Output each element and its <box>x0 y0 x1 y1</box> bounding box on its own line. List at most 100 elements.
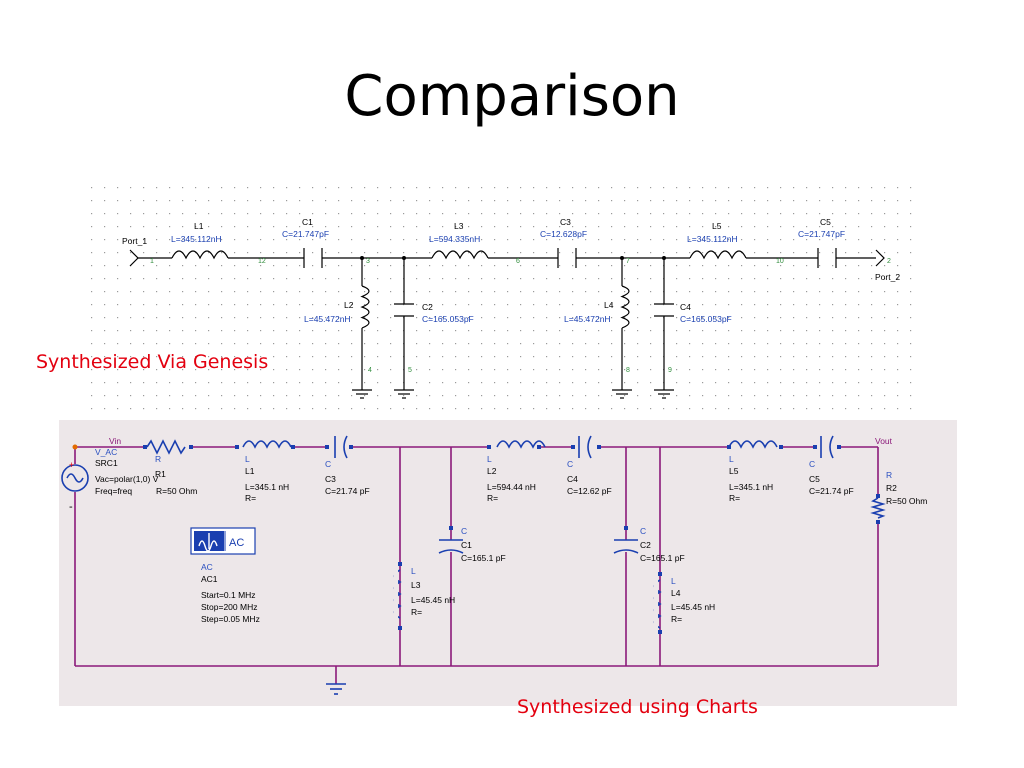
C2-name: C2 <box>422 302 433 312</box>
L1-name: L1 <box>245 466 255 476</box>
L4-name: L4 <box>671 588 681 598</box>
charts-L5-inductor <box>728 440 778 449</box>
L4-value: L=45.45 nH <box>671 602 715 612</box>
node-label: 3 <box>366 258 370 265</box>
L5-type: L <box>729 454 734 464</box>
L5-name: L5 <box>729 466 739 476</box>
C5-value: C=21.74 pF <box>809 486 854 496</box>
genesis-schematic-svg: 1 12 3 6 7 10 2 4 5 8 9 Port_1 Port_2 L1… <box>86 182 916 414</box>
genesis-L3-inductor <box>431 250 489 260</box>
C1-type: C <box>461 526 467 536</box>
C4-name: C4 <box>567 474 578 484</box>
genesis-L2-inductor <box>360 285 370 329</box>
R1-name: R1 <box>155 469 166 479</box>
L2-r: R= <box>487 493 498 503</box>
L3-r: R= <box>411 607 422 617</box>
L1-value: L=345.112nH <box>171 234 222 244</box>
C2-type: C <box>640 526 646 536</box>
ground-icon <box>394 389 414 399</box>
src-type: V_AC <box>95 447 117 457</box>
node-label: 6 <box>516 258 520 265</box>
genesis-wires <box>129 249 885 390</box>
ac-name: AC1 <box>201 574 218 584</box>
L3-name: L3 <box>411 580 421 590</box>
genesis-schematic: 1 12 3 6 7 10 2 4 5 8 9 Port_1 Port_2 L1… <box>86 182 916 414</box>
R1-value: R=50 Ohm <box>156 486 197 496</box>
C1-value: C=165.1 pF <box>461 553 506 563</box>
charts-L2-inductor <box>496 440 546 449</box>
port-2-arrow-icon <box>875 249 885 267</box>
charts-C2-capacitor <box>613 539 639 554</box>
charts-wires <box>74 446 879 684</box>
src-vac: Vac=polar(1,0) V <box>95 474 159 484</box>
L3-value: L=594.335nH <box>429 234 480 244</box>
C3-type: C <box>325 459 331 469</box>
ground-icon <box>612 389 632 399</box>
L4-value: L=45.472nH <box>564 314 611 324</box>
L4-type: L <box>671 576 676 586</box>
C2-value: C=165.053pF <box>422 314 474 324</box>
L2-value: L=45.472nH <box>304 314 351 324</box>
caption-genesis: Synthesized Via Genesis <box>36 351 269 373</box>
source-minus-sign: - <box>69 501 73 513</box>
C1-name: C1 <box>302 217 313 227</box>
node-labels: 1 12 3 6 7 10 2 4 5 8 9 <box>150 258 891 374</box>
charts-C5-capacitor <box>820 435 834 459</box>
vin-label: Vin <box>109 436 121 446</box>
pin-dots <box>143 445 880 634</box>
charts-L1-inductor <box>242 440 292 449</box>
C5-type: C <box>809 459 815 469</box>
node-label: 2 <box>887 258 891 265</box>
C3-name: C3 <box>325 474 336 484</box>
port-1-label: Port_1 <box>122 236 147 246</box>
L3-value: L=45.45 nH <box>411 595 455 605</box>
L5-r: R= <box>729 493 740 503</box>
charts-schematic-svg: + - AC Vin Vout V_AC SRC1 Vac=polar(1,0)… <box>61 435 927 695</box>
C4-value: C=165.053pF <box>680 314 732 324</box>
L5-name: L5 <box>712 221 722 231</box>
node-label: 8 <box>626 367 630 374</box>
node-label: 9 <box>668 367 672 374</box>
C4-type: C <box>567 459 573 469</box>
ac-icon-label: AC <box>229 537 244 549</box>
ac-step: Step=0.05 MHz <box>201 614 260 624</box>
genesis-L5-inductor <box>689 250 747 260</box>
ground-icon <box>352 389 372 399</box>
node-label: 5 <box>408 367 412 374</box>
L2-value: L=594.44 nH <box>487 482 536 492</box>
R1-type: R <box>155 454 161 464</box>
L1-value: L=345.1 nH <box>245 482 289 492</box>
genesis-C4-capacitor <box>654 303 674 317</box>
source-plus-sign: + <box>69 460 74 470</box>
ac-type: AC <box>201 562 213 572</box>
ac-controller[interactable]: AC <box>190 527 256 555</box>
C3-name: C3 <box>560 217 571 227</box>
vout-label: Vout <box>875 436 893 446</box>
ac-sweep-icon <box>198 533 218 552</box>
genesis-C1-capacitor <box>303 248 323 268</box>
node-label: 1 <box>150 258 154 265</box>
charts-schematic: + - AC Vin Vout V_AC SRC1 Vac=polar(1,0)… <box>59 420 957 706</box>
L2-type: L <box>487 454 492 464</box>
grid-dots <box>86 182 916 414</box>
junction-dots <box>360 256 666 260</box>
C1-value: C=21.747pF <box>282 229 329 239</box>
port-2-label: Port_2 <box>875 272 900 282</box>
L3-name: L3 <box>454 221 464 231</box>
R2-value: R=50 Ohm <box>886 496 927 506</box>
C5-name: C5 <box>809 474 820 484</box>
C3-value: C=21.74 pF <box>325 486 370 496</box>
L4-r: R= <box>671 614 682 624</box>
C3-value: C=12.628pF <box>540 229 587 239</box>
L1-type: L <box>245 454 250 464</box>
L4-name: L4 <box>604 300 614 310</box>
node-label: 7 <box>626 258 630 265</box>
charts-C4-capacitor <box>578 435 592 459</box>
node-label: 10 <box>776 258 784 265</box>
L5-value: L=345.1 nH <box>729 482 773 492</box>
R2-type: R <box>886 470 892 480</box>
L2-name: L2 <box>487 466 497 476</box>
C2-name: C2 <box>640 540 651 550</box>
charts-R2-resistor <box>870 497 886 519</box>
C5-name: C5 <box>820 217 831 227</box>
